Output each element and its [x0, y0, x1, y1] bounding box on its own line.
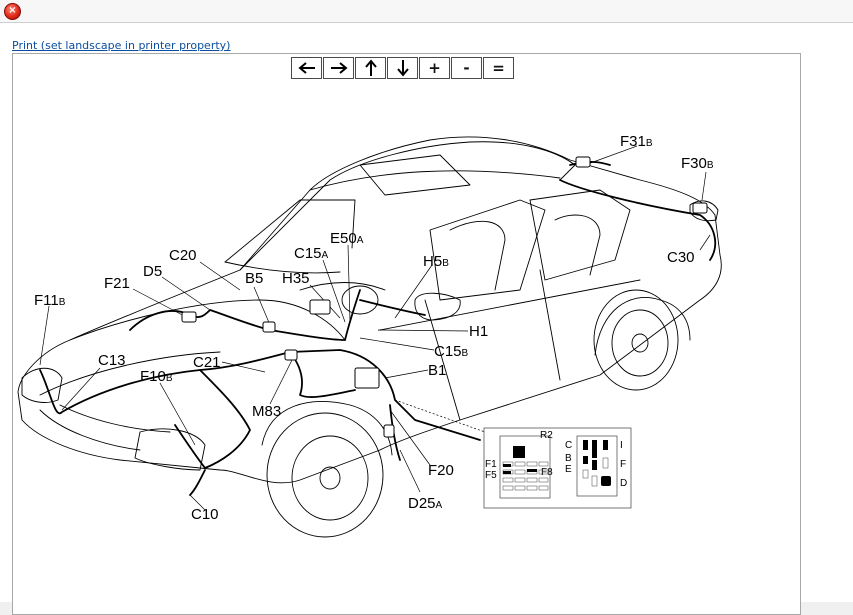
- svg-text:F5: F5: [485, 470, 497, 481]
- label-e50: E50A: [330, 230, 364, 247]
- arrow-left-icon: [297, 62, 315, 74]
- label-f30: F30B: [681, 155, 714, 172]
- arrow-down-icon: [396, 60, 409, 77]
- label-c30: C30: [667, 249, 695, 266]
- svg-text:R2: R2: [540, 430, 553, 441]
- window-titlebar: ×: [0, 0, 853, 23]
- label-c15a: C15A: [294, 245, 329, 262]
- arrow-up-icon: [364, 59, 377, 76]
- label-f20: F20: [428, 462, 454, 479]
- pan-down-button[interactable]: [387, 57, 418, 79]
- label-h1: H1: [469, 323, 488, 340]
- label-h5: H5B: [423, 253, 449, 270]
- label-d25: D25A: [408, 495, 443, 512]
- svg-text:C: C: [565, 440, 572, 451]
- zoom-out-button[interactable]: -: [451, 57, 482, 79]
- svg-text:D: D: [620, 478, 627, 489]
- svg-text:E: E: [565, 464, 572, 475]
- pan-left-button[interactable]: [291, 57, 322, 79]
- label-f11: F11B: [34, 292, 66, 309]
- fusebox-inset: R2 F1 F5 F8 C B E I F D: [483, 427, 632, 509]
- label-d5: D5: [143, 263, 162, 280]
- label-b1: B1: [428, 362, 446, 379]
- label-f21: F21: [104, 275, 130, 292]
- svg-text:F: F: [620, 459, 626, 470]
- zoom-in-button[interactable]: +: [419, 57, 450, 79]
- close-icon[interactable]: ×: [4, 3, 21, 20]
- pan-up-button[interactable]: [355, 57, 386, 79]
- label-m83: M83: [252, 403, 281, 420]
- svg-text:F1: F1: [485, 459, 497, 470]
- label-b5: B5: [245, 270, 263, 287]
- svg-text:I: I: [620, 440, 623, 451]
- svg-text:F8: F8: [541, 467, 553, 478]
- label-f10: F10B: [140, 368, 173, 385]
- navigation-toolbar: + - =: [291, 57, 514, 79]
- arrow-right-icon: [330, 62, 348, 74]
- label-c20: C20: [169, 247, 197, 264]
- pan-right-button[interactable]: [323, 57, 354, 79]
- svg-text:B: B: [565, 453, 572, 464]
- label-c13: C13: [98, 352, 126, 369]
- print-link[interactable]: Print (set landscape in printer property…: [12, 39, 231, 52]
- label-h35: H35: [282, 270, 310, 287]
- reset-zoom-button[interactable]: =: [483, 57, 514, 79]
- wiring-diagram: F31B F30B C30 C20 D5 F21 F11B C13 F10B C…: [17, 133, 722, 538]
- label-c21: C21: [193, 354, 221, 371]
- label-c15b: C15B: [434, 343, 469, 360]
- label-f31: F31B: [620, 133, 653, 150]
- label-c10: C10: [191, 506, 219, 523]
